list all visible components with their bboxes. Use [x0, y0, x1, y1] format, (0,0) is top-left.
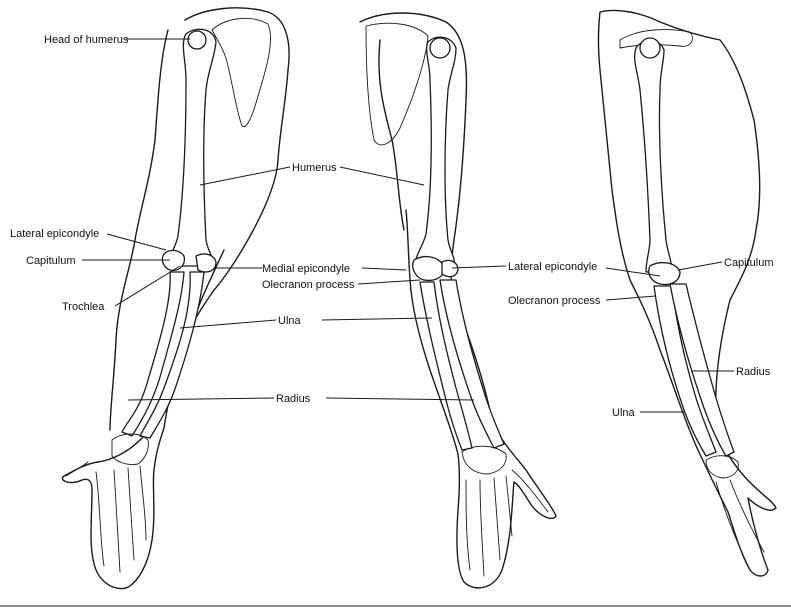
label-humerus: Humerus — [292, 162, 337, 174]
label-ulna-center: Ulna — [278, 315, 302, 327]
label-radius-center: Radius — [276, 393, 311, 405]
label-olecranon-process-mid: Olecranon process — [262, 279, 355, 291]
label-radius-right: Radius — [736, 366, 771, 378]
label-head-of-humerus: Head of humerus — [44, 34, 129, 46]
right-arm-lateral-view — [597, 9, 777, 577]
label-ulna-right: Ulna — [612, 407, 636, 419]
middle-arm-posterior-view — [359, 12, 557, 589]
label-lateral-epicondyle-left: Lateral epicondyle — [10, 228, 99, 240]
label-lateral-epicondyle-mid: Lateral epicondyle — [508, 261, 597, 273]
label-olecranon-process-right: Olecranon process — [508, 295, 601, 307]
label-trochlea: Trochlea — [62, 301, 105, 313]
labels: Head of humerus Humerus Lateral epicondy… — [10, 34, 774, 419]
label-capitulum-right: Capitulum — [724, 257, 774, 269]
label-capitulum-left: Capitulum — [26, 255, 76, 267]
label-medial-epicondyle: Medial epicondyle — [262, 263, 350, 275]
left-arm-anterior-view — [61, 7, 290, 590]
leader-lines — [82, 38, 734, 413]
